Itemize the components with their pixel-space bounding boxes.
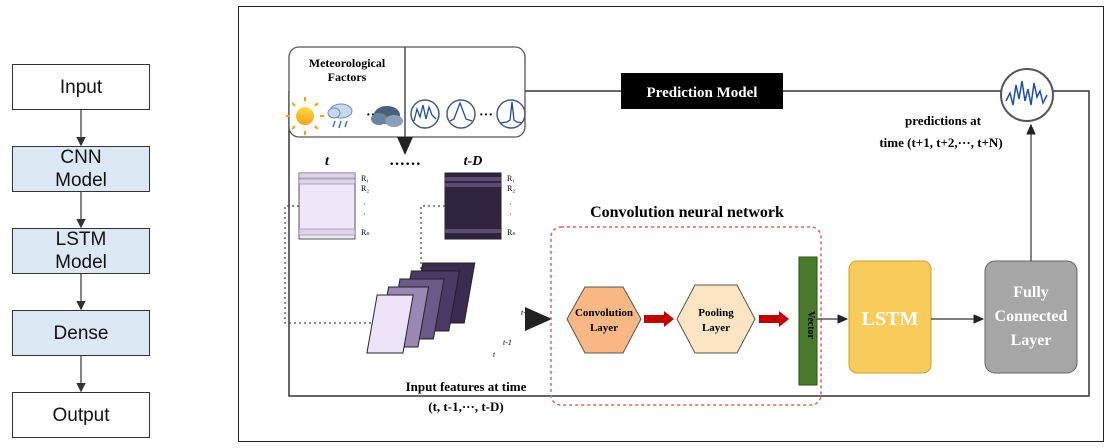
row-label-dot1: · [363,200,366,209]
stack-label-t1: t-1 [503,338,512,347]
flow-output-box: Output [12,392,150,438]
fc-line1: Fully [1013,284,1049,301]
time-tD-label: t-D [464,154,483,169]
cnn-dashed-box [550,226,822,406]
row-label-rn: Rₙ [361,228,370,237]
waveform-icon-3 [496,99,526,129]
row-label-tD-dot2: · [509,210,512,219]
row-label-tD-dot1: · [509,200,512,209]
stack-label-tD: t-D [521,308,532,317]
convolution-layer-line1: Convolution [575,307,633,319]
flow-cnn-model-label: CNN Model [55,147,107,191]
rain-cloud-icon [327,103,353,129]
flow-dense-box: Dense [12,310,150,356]
pooling-layer-hexagon [676,284,756,354]
fc-line3: Layer [1011,332,1052,349]
waveform-icon-1 [410,99,440,129]
time-t-label: t [325,154,330,169]
row-label-tD-r2: R₂ [507,184,515,193]
flow-input-label: Input [59,76,103,98]
feature-matrix-tD [444,172,502,240]
prediction-model-label: Prediction Model [647,85,758,101]
convolution-layer-hexagon [566,286,642,354]
row-label-r2: R₂ [361,184,369,193]
row-labels-t: R₁ R₂ · · Rₙ [361,174,370,237]
red-arrow-2 [759,311,789,327]
row-label-tD-rn: Rₙ [507,228,516,237]
waveform-icon-2 [446,99,476,129]
stack-label-t: t [493,350,496,359]
time-dots: ······ [389,156,421,173]
waveform-dots: ··· [479,108,493,123]
predictions-label-line1: predictions at [905,113,982,128]
vector-label: Vector [805,311,816,340]
flow-lstm-model-box: LSTM Model [12,228,150,274]
feature-stack [366,262,476,354]
lstm-box [848,260,932,374]
sun-icon [286,97,324,135]
lstm-label: LSTM [862,308,919,330]
output-waveform-icon [1000,68,1054,122]
dotted-connector-tD [420,205,445,296]
input-features-line1: Input features at time [406,379,527,394]
row-label-r1: R₁ [361,174,369,183]
flow-dense-label: Dense [53,322,109,344]
prediction-model-box [621,73,783,109]
loop-line-top-left [288,90,1090,397]
pooling-layer-line1: Pooling [698,307,734,319]
storm-cloud-icon [371,106,403,127]
feature-matrix-t [298,172,356,240]
flow-cnn-model-box: CNN Model [12,146,150,192]
dotted-connector-t [284,205,435,328]
flow-output-label: Output [52,404,110,426]
fc-line2: Connected [995,308,1068,325]
flow-lstm-model-label: LSTM Model [55,229,107,273]
predictions-label-line2: time (t+1, t+2,···, t+N) [879,135,1002,150]
vector-bar [798,256,818,386]
convolution-layer-line2: Layer [590,322,618,334]
input-features-line2: (t, t-1,···, t-D) [428,399,503,414]
row-labels-tD: R₁ R₂ · · Rₙ [507,174,516,237]
cnn-title: Convolution neural network [590,204,784,221]
row-label-dot2: · [363,210,366,219]
pooling-layer-line2: Layer [702,322,730,334]
red-arrow-1 [644,311,674,327]
row-label-tD-r1: R₁ [507,174,515,183]
flow-input-box: Input [12,64,150,110]
